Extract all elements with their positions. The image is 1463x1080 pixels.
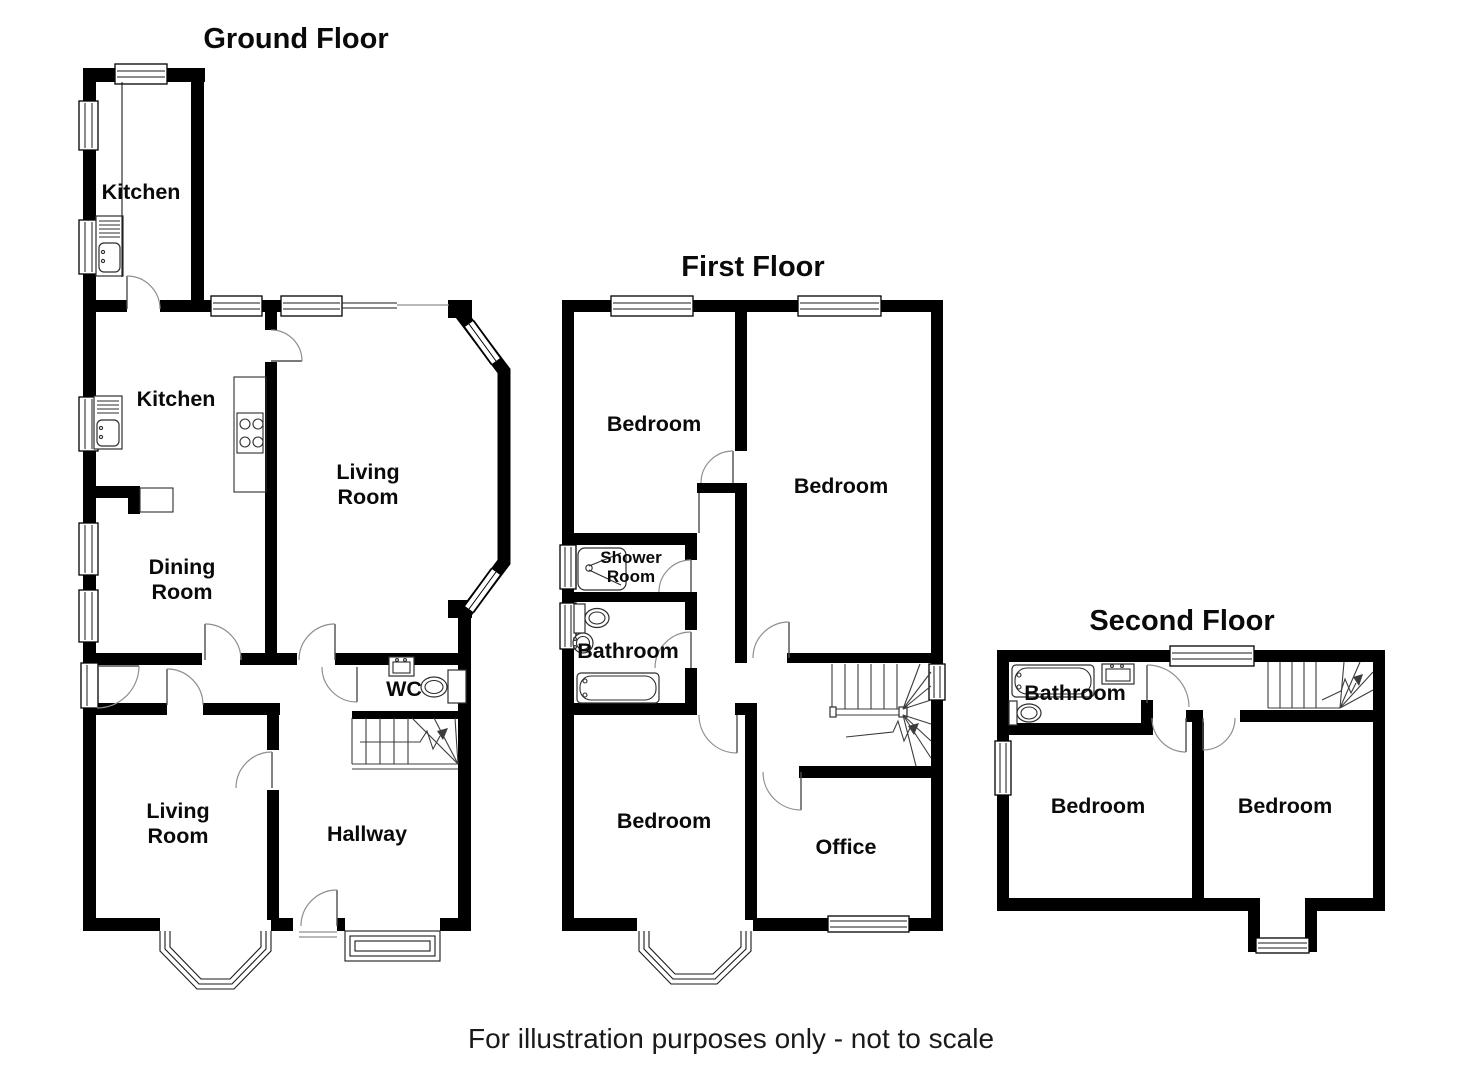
bay-window — [463, 568, 502, 613]
first-floor-windows — [559, 295, 946, 933]
door-arc — [270, 329, 303, 362]
stairs-icon — [1267, 661, 1374, 709]
first-floor-doors — [654, 450, 802, 811]
room-label-bedroom-2: Bedroom — [794, 474, 888, 498]
second-floor-fixtures — [1008, 661, 1374, 726]
door-arc — [1151, 717, 1187, 753]
door-arc — [321, 666, 358, 703]
window — [78, 522, 99, 576]
stairs-icon — [351, 717, 459, 770]
door-arc — [298, 623, 336, 661]
ground-floor-plan: Ground Floor — [78, 23, 511, 990]
second-floor-doors — [1146, 664, 1236, 753]
door-arc — [204, 623, 242, 661]
stairs-icon — [829, 663, 932, 767]
door-arc — [1146, 664, 1190, 708]
window — [1169, 645, 1255, 667]
second-floor-labels: Bathroom Bedroom Bedroom — [1024, 681, 1332, 818]
room-label-kitchen-top: Kitchen — [102, 180, 181, 204]
ground-floor-walls — [83, 68, 511, 931]
window — [78, 589, 99, 643]
room-label-hallway: Hallway — [327, 822, 407, 846]
door-arc — [235, 751, 273, 789]
second-floor-windows — [994, 645, 1310, 954]
room-label-kitchen-main: Kitchen — [137, 387, 216, 411]
ground-floor-fixtures — [93, 82, 467, 990]
bathroom-sink-icon — [1101, 663, 1135, 685]
window — [994, 740, 1012, 796]
wc-sink-icon — [388, 656, 415, 677]
bathtub-icon — [576, 672, 660, 704]
front-door-arc — [299, 889, 338, 938]
room-label-bathroom: Bathroom — [577, 639, 679, 663]
door-arc — [126, 275, 161, 310]
room-label-bedroom-3: Bedroom — [617, 809, 711, 833]
first-floor-fixtures — [572, 547, 932, 985]
kitchen-sink-icon — [95, 215, 124, 277]
door-arc — [752, 621, 790, 659]
door-arc — [700, 450, 734, 484]
bathtub-icon — [1011, 664, 1095, 698]
room-label-wc: WC — [386, 677, 422, 701]
window — [610, 295, 694, 317]
window — [1255, 937, 1310, 954]
door-arc — [658, 559, 692, 593]
window — [280, 295, 343, 317]
window — [78, 100, 99, 151]
ground-floor-windows — [78, 63, 502, 709]
porch-window — [344, 930, 441, 962]
french-door — [80, 662, 99, 709]
window — [78, 219, 99, 275]
first-floor-title: First Floor — [681, 251, 824, 283]
stove-icon — [233, 376, 267, 493]
basin-icon — [572, 632, 594, 654]
shower-tray-icon — [577, 547, 627, 591]
room-label-bedroom-2f-left: Bedroom — [1051, 794, 1145, 818]
door-arc — [1202, 717, 1236, 751]
ground-floor-title: Ground Floor — [203, 23, 388, 55]
disclaimer-text: For illustration purposes only - not to … — [468, 1023, 994, 1054]
window — [559, 544, 577, 590]
second-floor-title: Second Floor — [1089, 605, 1274, 637]
window — [114, 63, 168, 85]
toilet-icon — [573, 603, 610, 634]
toilet-icon — [420, 669, 467, 704]
window — [928, 663, 946, 701]
bay-window — [463, 320, 502, 365]
door-arc — [762, 771, 802, 811]
room-label-bathroom-2f: Bathroom — [1024, 681, 1126, 705]
room-label-office: Office — [816, 835, 877, 859]
door-arc — [698, 714, 738, 754]
door-arc — [654, 631, 692, 669]
kitchen-sink-icon — [93, 395, 123, 450]
bay-window — [638, 931, 752, 985]
second-floor-plan: Second Floor — [994, 605, 1385, 954]
ground-floor-doors — [96, 275, 358, 938]
door-arc — [96, 665, 140, 709]
room-label-bedroom-2f-right: Bedroom — [1238, 794, 1332, 818]
room-label-bedroom-1: Bedroom — [607, 412, 701, 436]
window — [210, 295, 263, 317]
door-arc — [166, 668, 204, 706]
toilet-icon — [1008, 700, 1042, 726]
window — [797, 295, 882, 317]
window — [827, 915, 910, 933]
first-floor-walls — [562, 300, 943, 931]
first-floor-plan: First Floor — [559, 251, 946, 985]
bay-window — [159, 931, 272, 990]
